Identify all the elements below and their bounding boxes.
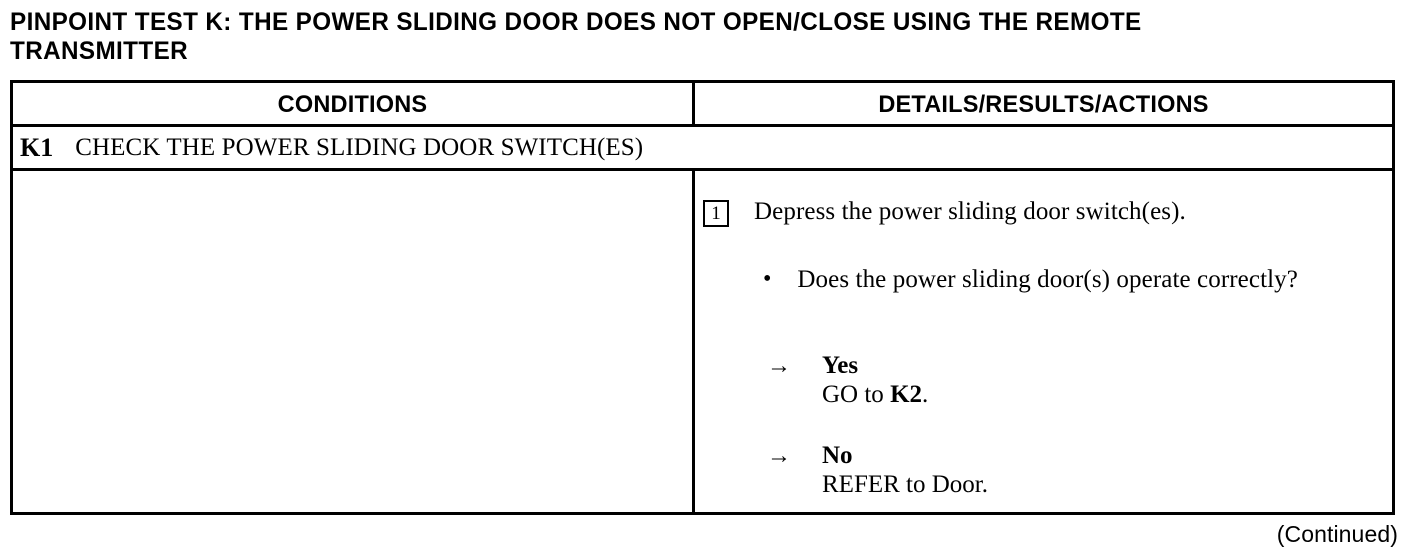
question-row: • Does the power sliding door(s) operate… [763, 264, 1363, 295]
step-marker-box-icon: 1 [703, 200, 729, 227]
pinpoint-test-table: CONDITIONS DETAILS/RESULTS/ACTIONS K1 CH… [10, 80, 1395, 515]
step-id-label: K1 [20, 132, 54, 162]
branch-no-action-prefix: REFER to Door [822, 471, 982, 498]
step-header-row-k1: K1 CHECK THE POWER SLIDING DOOR SWITCH(E… [13, 127, 1392, 171]
branch-no-action-suffix: . [981, 471, 988, 498]
branch-no-action: REFER to Door. [822, 470, 988, 499]
branch-yes-label: Yes [822, 352, 859, 379]
body-column-divider [692, 171, 695, 512]
instruction-row: 1 Depress the power sliding door switch(… [703, 197, 1186, 227]
branch-no: → No REFER to Door. [767, 441, 988, 499]
bullet-icon: • [763, 266, 772, 292]
branch-yes-action-prefix: GO to [822, 381, 891, 408]
branch-no-body: No REFER to Door. [822, 441, 988, 499]
column-header-conditions: CONDITIONS [277, 91, 428, 118]
branch-yes-action: GO to K2. [822, 380, 928, 409]
arrow-right-icon: → [767, 443, 791, 469]
conditions-cell [13, 171, 692, 512]
table-body-row: 1 Depress the power sliding door switch(… [13, 171, 1392, 512]
branch-yes-action-target: K2 [890, 381, 923, 408]
continued-note: (Continued) [1276, 521, 1398, 547]
step-title-label: CHECK THE POWER SLIDING DOOR SWITCH(ES) [75, 134, 644, 161]
branch-yes: → Yes GO to K2. [767, 351, 928, 409]
page-title: PINPOINT TEST K: THE POWER SLIDING DOOR … [10, 8, 1142, 65]
instruction-text: Depress the power sliding door switch(es… [754, 198, 1186, 225]
header-column-divider [692, 83, 695, 127]
branch-no-label: No [822, 442, 853, 469]
column-header-details: DETAILS/RESULTS/ACTIONS [878, 91, 1209, 118]
details-cell: 1 Depress the power sliding door switch(… [695, 171, 1392, 512]
arrow-right-icon: → [767, 353, 791, 379]
question-text: Does the power sliding door(s) operate c… [797, 266, 1298, 293]
branch-yes-body: Yes GO to K2. [822, 351, 928, 409]
branch-yes-action-suffix: . [922, 381, 929, 408]
table-header-row: CONDITIONS DETAILS/RESULTS/ACTIONS [13, 83, 1392, 127]
